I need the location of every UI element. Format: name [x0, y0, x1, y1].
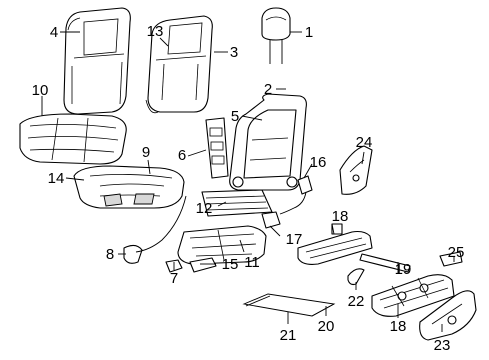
seat-cushion-frame	[177, 225, 267, 265]
trim-cap	[261, 211, 281, 229]
retaining-clip	[439, 251, 463, 267]
callout-11: 11	[244, 254, 260, 271]
callout-13: 13	[147, 23, 164, 40]
callout-1: 1	[305, 24, 313, 41]
callout-2: 2	[264, 81, 272, 98]
callout-15: 15	[222, 256, 239, 273]
adjuster-knob	[123, 244, 143, 264]
callout-3: 3	[230, 44, 238, 61]
callout-12: 12	[196, 200, 213, 217]
seat-back-pad	[145, 15, 213, 114]
side-shield	[339, 145, 373, 195]
callout-23: 23	[434, 337, 451, 354]
leader-lines	[41, 31, 455, 332]
lumbar-panel	[205, 117, 229, 179]
callout-10: 10	[32, 82, 49, 99]
headrest	[261, 7, 291, 64]
adjuster-shield	[419, 290, 477, 341]
callout-labels: 4 13 3 1 2 5 10 6 9 14 16 24 12 17 18 11…	[32, 23, 465, 354]
cushion-suspension-mat	[201, 189, 273, 217]
seat-back-cover	[63, 7, 131, 115]
seat-cushion-pad	[73, 165, 185, 209]
callout-22: 22	[348, 293, 365, 310]
callout-24: 24	[356, 134, 373, 151]
callout-4: 4	[50, 24, 58, 41]
seat-adjuster-upper	[297, 223, 373, 265]
callout-5: 5	[231, 108, 239, 125]
torsion-rod	[359, 253, 411, 273]
wire-frame	[242, 293, 336, 317]
trim-bracket	[189, 257, 217, 273]
callout-21: 21	[280, 327, 297, 344]
callout-17: 17	[286, 231, 303, 248]
callout-14: 14	[48, 170, 65, 187]
callout-8: 8	[106, 246, 114, 263]
callout-6: 6	[178, 147, 186, 164]
callout-9: 9	[142, 144, 150, 161]
seat-back-frame	[229, 93, 307, 191]
callout-7: 7	[170, 270, 178, 287]
release-cable	[135, 195, 187, 253]
seat-cushion-cover	[19, 113, 127, 165]
callout-19: 19	[395, 261, 412, 278]
callout-18-lower: 18	[390, 318, 407, 335]
seat-adjuster-lower	[371, 274, 455, 317]
callout-25: 25	[448, 244, 465, 261]
callout-18-upper: 18	[332, 208, 349, 225]
callout-16: 16	[310, 154, 327, 171]
callout-20: 20	[318, 318, 335, 335]
